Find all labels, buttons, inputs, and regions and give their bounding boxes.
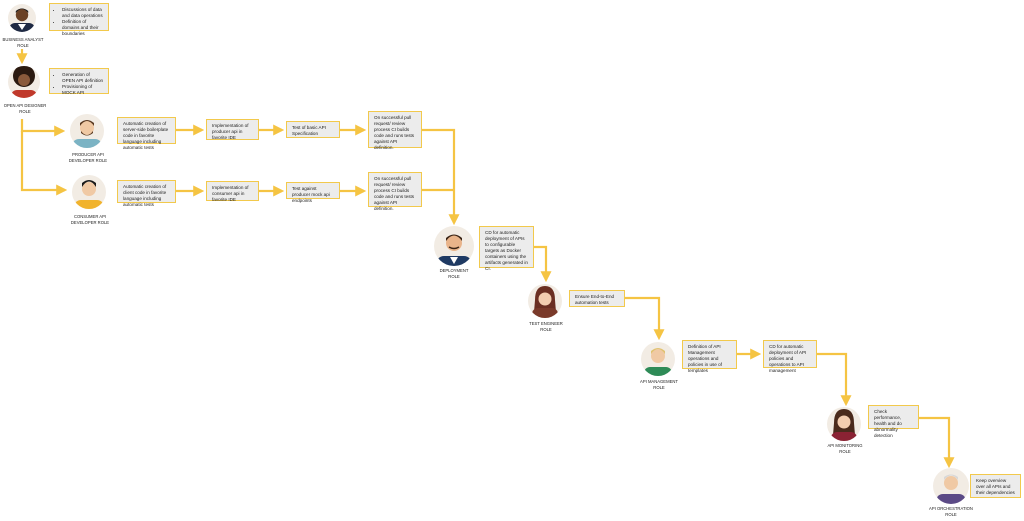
activity-item: Definition of domains and their boundari…	[62, 19, 104, 37]
arrow-designer-to-producer	[20, 119, 66, 137]
activity-box-consumer-test: Test against producer mock api endpoints	[286, 182, 340, 203]
person-avatar-icon	[641, 342, 675, 376]
arrow-producer-to-deployment	[422, 128, 460, 226]
person-avatar-icon	[827, 407, 861, 441]
activity-item: Discussions of data and data operations	[62, 7, 104, 19]
person-avatar-icon	[72, 175, 106, 209]
arrow-test-to-management	[625, 296, 665, 341]
activity-box-api-orchestration: Keep overview over all APIs and their de…	[970, 474, 1021, 498]
activity-box-api-management-definition: Definition of API Management operations …	[682, 340, 737, 373]
arrow-designer-to-consumer	[20, 131, 68, 196]
activity-box-deployment: CD for automatic deployment of APIs to c…	[479, 226, 534, 271]
activity-box-producer-test: Test of basic API Specification	[286, 121, 340, 138]
person-avatar-icon	[8, 4, 36, 32]
connector-arrows	[16, 49, 955, 469]
person-avatar-icon	[8, 66, 40, 98]
activity-box-test-engineer: Ensure End-to-End automation tests	[569, 290, 625, 307]
activity-box-consumer-client-code: Automatic creation of client code in fav…	[117, 180, 176, 207]
activity-item: Provisioning of MOCK API	[62, 84, 104, 96]
arrow-management-to-monitoring	[817, 352, 852, 407]
activity-box-open-api-designer: Generation of OPEN API definitionProvisi…	[49, 68, 109, 96]
activity-item: Generation of OPEN API definition	[62, 72, 104, 84]
person-avatar-icon	[528, 284, 562, 318]
activity-box-producer-boilerplate: Automatic creation of server-side boiler…	[117, 117, 176, 150]
person-avatar-icon	[933, 468, 969, 504]
arrow-monitoring-to-orchestration	[919, 416, 955, 469]
person-avatar-icon	[434, 226, 474, 266]
activity-box-consumer-implementation: Implementation of consumer api in favori…	[206, 181, 259, 202]
activity-box-producer-ci: On successful pull request/ review proce…	[368, 111, 422, 150]
person-avatar-icon	[70, 114, 104, 148]
activity-box-api-monitoring: Check performance, health and do abnorma…	[868, 405, 919, 438]
activity-box-producer-implementation: Implementation of producer api in favori…	[206, 119, 259, 140]
arrow-deployment-to-test	[534, 245, 552, 283]
activity-box-api-management-cd: CD for automatic deployment of API polic…	[763, 340, 817, 373]
activity-box-business-analyst: Discussions of data and data operationsD…	[49, 3, 109, 36]
activity-box-consumer-ci: On successful pull request/ review proce…	[368, 172, 422, 211]
